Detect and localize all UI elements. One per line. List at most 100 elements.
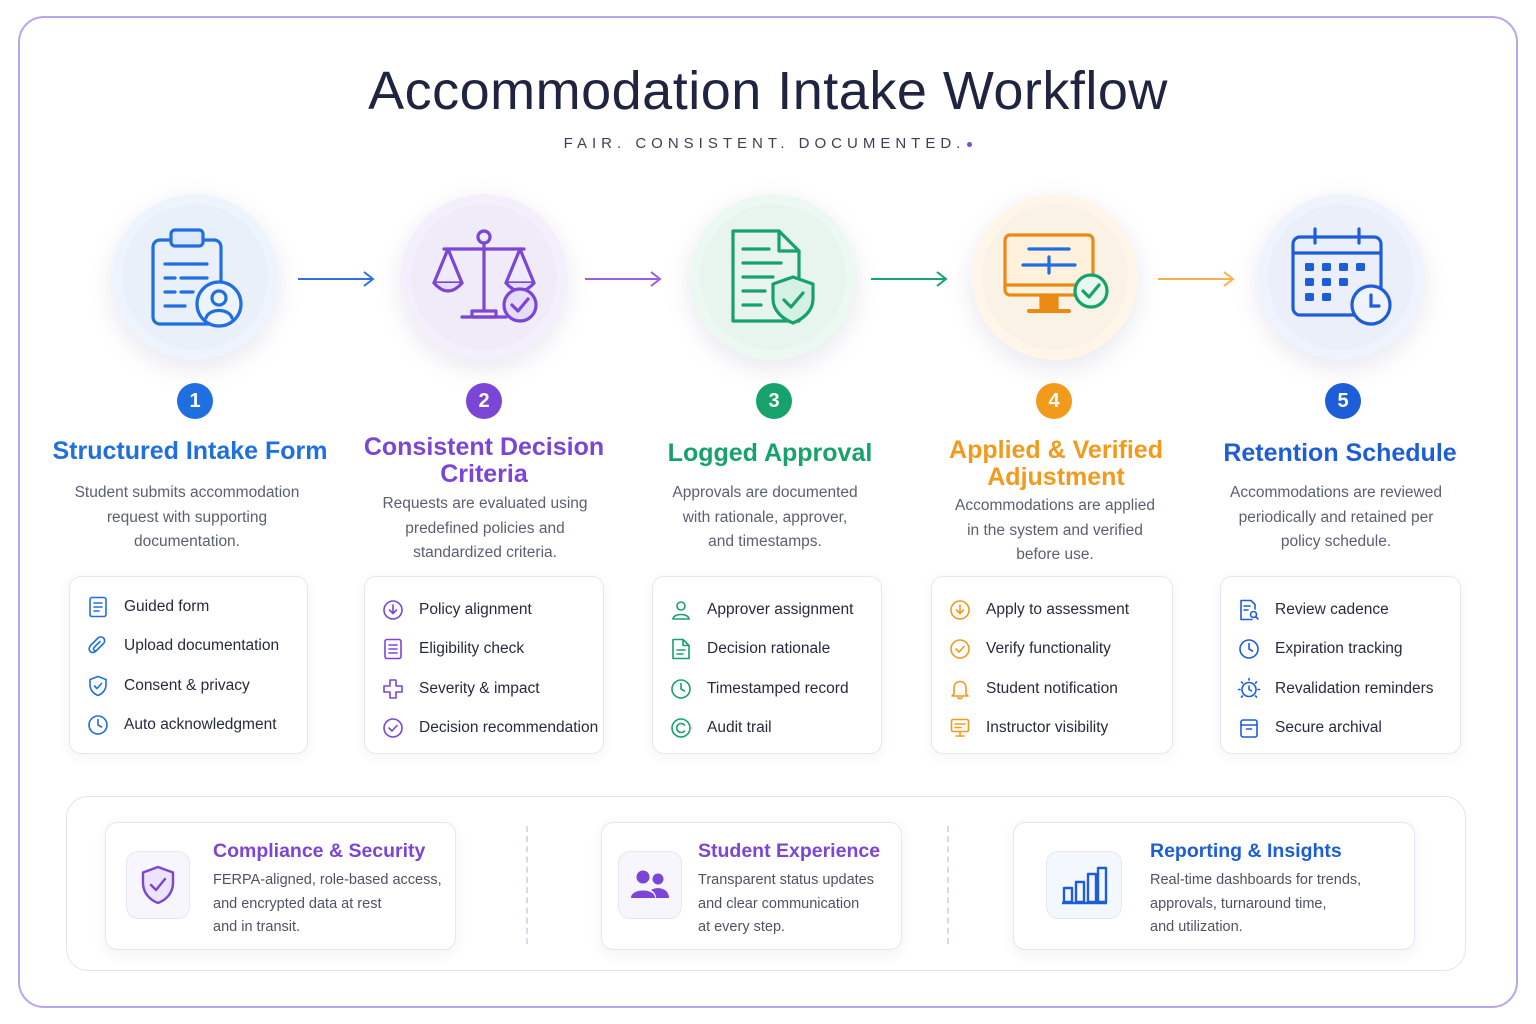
person-icon xyxy=(669,598,693,622)
step-3-title: Logged Approval xyxy=(667,439,873,467)
arrow-3-to-4 xyxy=(871,271,948,287)
card-item-auto-acknowledgment[interactable]: Auto acknowledgment xyxy=(70,706,307,746)
card-item-label: Audit trail xyxy=(707,719,772,737)
feature-title: Student Experience xyxy=(698,840,881,862)
card-item-label: Instructor visibility xyxy=(986,719,1109,737)
step-1-badge: 1 xyxy=(177,383,213,419)
document-shield-icon xyxy=(731,229,815,325)
shield-check-icon xyxy=(86,674,110,698)
card-item-expiration-tracking[interactable]: Expiration tracking xyxy=(1221,630,1460,670)
arrow-2-to-3 xyxy=(585,271,662,287)
card-item-eligibility-check[interactable]: Eligibility check xyxy=(365,630,603,670)
step-3-card: Approver assignment Decision rationale T… xyxy=(652,576,882,754)
feature-description: FERPA-aligned, role-based access,and enc… xyxy=(213,872,442,935)
features-divider-2 xyxy=(947,826,949,944)
card-item-review-cadence[interactable]: Review cadence xyxy=(1221,590,1460,630)
step-4-icon-circle xyxy=(972,194,1138,360)
card-item-label: Apply to assessment xyxy=(986,600,1130,618)
feature-reporting-insights[interactable]: Reporting & Insights Real-time dashboard… xyxy=(1013,822,1415,950)
card-item-label: Revalidation reminders xyxy=(1275,679,1434,697)
card-item-secure-archival[interactable]: Secure archival xyxy=(1221,709,1460,749)
feature-student-experience[interactable]: Student Experience Transparent status up… xyxy=(601,822,902,950)
card-item-decision-recommendation[interactable]: Decision recommendation xyxy=(365,709,603,749)
step-2-card: Policy alignment Eligibility check Sever… xyxy=(364,576,604,754)
page-title: Accommodation Intake Workflow xyxy=(368,61,1168,121)
card-item-label: Severity & impact xyxy=(419,679,540,697)
step-5-card: Review cadence Expiration tracking Reval… xyxy=(1220,576,1461,754)
doc-search-icon xyxy=(1237,598,1261,622)
monitor-check-icon xyxy=(1003,233,1109,313)
alarm-icon xyxy=(1237,677,1261,701)
feature-description: Real-time dashboards for trends,approval… xyxy=(1150,872,1362,935)
presentation-icon xyxy=(948,716,972,740)
card-item-verify-functionality[interactable]: Verify functionality xyxy=(932,630,1172,670)
card-item-approver-assignment[interactable]: Approver assignment xyxy=(653,590,881,630)
card-item-policy-alignment[interactable]: Policy alignment xyxy=(365,590,603,630)
check-circle-icon xyxy=(381,716,405,740)
clock-icon xyxy=(1237,637,1261,661)
scales-check-icon xyxy=(432,229,538,323)
card-item-label: Expiration tracking xyxy=(1275,640,1403,658)
bar-chart-icon xyxy=(1062,866,1108,905)
bell-icon xyxy=(948,677,972,701)
step-4-badge: 4 xyxy=(1036,383,1072,419)
card-item-student-notification[interactable]: Student notification xyxy=(932,669,1172,709)
step-3-icon-circle xyxy=(690,194,856,360)
audit-icon xyxy=(669,716,693,740)
card-item-label: Upload documentation xyxy=(124,637,280,655)
card-item-label: Consent & privacy xyxy=(124,676,250,694)
list-doc-icon xyxy=(381,637,405,661)
card-item-label: Approver assignment xyxy=(707,600,854,618)
step-2-icon-circle xyxy=(401,194,567,360)
card-item-audit-trail[interactable]: Audit trail xyxy=(653,709,881,749)
card-item-label: Decision recommendation xyxy=(419,719,599,737)
clock-icon xyxy=(669,677,693,701)
card-item-label: Verify functionality xyxy=(986,640,1111,658)
card-item-consent-privacy[interactable]: Consent & privacy xyxy=(70,666,307,706)
arrow-1-to-2 xyxy=(298,271,375,287)
step-1-icon-circle xyxy=(112,194,278,360)
step-5-icon-circle xyxy=(1258,194,1424,360)
step-4-card: Apply to assessment Verify functionality… xyxy=(931,576,1173,754)
calendar-clock-icon xyxy=(1291,227,1392,326)
subtitle-dot xyxy=(967,141,973,147)
card-item-timestamped-record[interactable]: Timestamped record xyxy=(653,669,881,709)
archive-icon xyxy=(1237,716,1261,740)
card-item-revalidation-reminders[interactable]: Revalidation reminders xyxy=(1221,669,1460,709)
feature-icon-box xyxy=(1046,851,1122,919)
feature-compliance-security[interactable]: Compliance & Security FERPA-aligned, rol… xyxy=(105,822,456,950)
card-item-apply-to-assessment[interactable]: Apply to assessment xyxy=(932,590,1172,630)
card-item-severity-impact[interactable]: Severity & impact xyxy=(365,669,603,709)
shield-check-icon xyxy=(141,865,175,905)
card-item-decision-rationale[interactable]: Decision rationale xyxy=(653,630,881,670)
card-item-instructor-visibility[interactable]: Instructor visibility xyxy=(932,709,1172,749)
check-circle-icon xyxy=(948,637,972,661)
plus-cross-icon xyxy=(381,677,405,701)
arrow-4-to-5 xyxy=(1158,271,1235,287)
page-subtitle: FAIR. CONSISTENT. DOCUMENTED. xyxy=(0,135,1536,152)
step-2-badge: 2 xyxy=(466,383,502,419)
clock-icon xyxy=(86,713,110,737)
document-icon xyxy=(669,637,693,661)
feature-title: Reporting & Insights xyxy=(1150,840,1342,862)
card-item-label: Decision rationale xyxy=(707,640,831,658)
card-item-upload-documentation[interactable]: Upload documentation xyxy=(70,627,307,667)
step-5-title: Retention Schedule xyxy=(1223,439,1457,467)
card-item-label: Timestamped record xyxy=(707,679,849,697)
download-circle-icon xyxy=(948,598,972,622)
card-item-label: Policy alignment xyxy=(419,600,532,618)
form-icon xyxy=(86,595,110,619)
step-1-title: Structured Intake Form xyxy=(52,437,328,465)
feature-icon-box xyxy=(618,851,682,919)
card-item-guided-form[interactable]: Guided form xyxy=(70,587,307,627)
card-item-label: Student notification xyxy=(986,679,1118,697)
feature-title: Compliance & Security xyxy=(213,840,426,862)
paperclip-icon xyxy=(86,634,110,658)
step-1-card: Guided form Upload documentation Consent… xyxy=(69,576,308,754)
